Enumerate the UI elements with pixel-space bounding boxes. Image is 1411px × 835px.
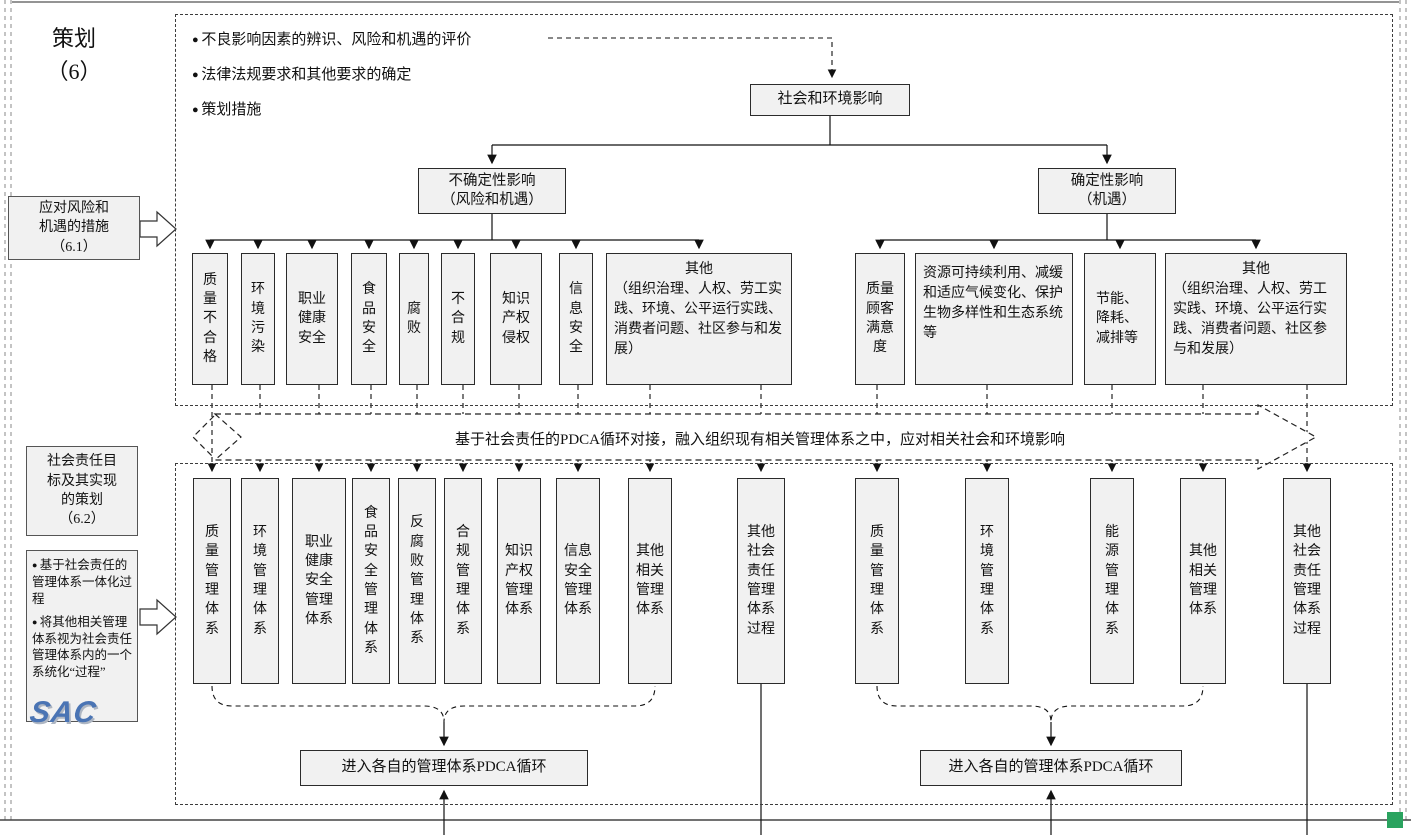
hollow-arrow-planning-icon bbox=[139, 598, 177, 636]
impact-other-title: 其他 bbox=[1242, 262, 1270, 277]
measures-line: 机遇的措施 bbox=[39, 220, 109, 236]
left-page-edge bbox=[4, 0, 12, 820]
system-ipr: 知识产权管理体系 bbox=[497, 478, 541, 684]
impact-other-uncertain: 其他 （组织治理、人权、劳工实践、环境、公平运行实践、消费者问题、社区参与和发展… bbox=[606, 253, 792, 385]
system-food-safety: 食品安全管理体系 bbox=[352, 478, 390, 684]
note-item: 基于社会责任的管理体系一体化过程 bbox=[32, 557, 132, 608]
process-other-social-responsibility-2: 其他社会责任管理体系过程 bbox=[1283, 478, 1331, 684]
system-other-related-2: 其他相关管理体系 bbox=[1180, 478, 1226, 684]
planning-line: 社会责任目 bbox=[47, 454, 117, 470]
certain-line1: 确定性影响 bbox=[1070, 173, 1144, 190]
note-item: 将其他相关管理体系视为社会责任管理体系内的一个系统化“过程” bbox=[32, 614, 132, 682]
impact-other-body: （组织治理、人权、劳工实践、环境、公平运行实践、消费者问题、社区参与和发展） bbox=[1173, 281, 1327, 357]
root-impact-box: 社会和环境影响 bbox=[750, 84, 910, 116]
system-energy: 能源管理体系 bbox=[1090, 478, 1134, 684]
planning-line: 标及其实现 bbox=[47, 473, 117, 489]
bullet-item: 不良影响因素的辨识、风险和机遇的评价 bbox=[192, 28, 572, 49]
sac-logo: SAC bbox=[27, 696, 99, 729]
impact-corruption: 腐败 bbox=[399, 253, 429, 385]
impact-other-certain: 其他 （组织治理、人权、劳工实践、环境、公平运行实践、消费者问题、社区参与和发展… bbox=[1165, 253, 1347, 385]
pdca-band-tail-chevron bbox=[192, 415, 215, 459]
impact-energy-saving: 节能、降耗、减排等 bbox=[1084, 253, 1156, 385]
impact-quality-nonconforming: 质量不合格 bbox=[192, 253, 228, 385]
system-anti-corruption: 反腐败管理体系 bbox=[398, 478, 436, 684]
impact-food-safety: 食品安全 bbox=[351, 253, 387, 385]
group2-brace bbox=[876, 685, 1204, 723]
impact-resources-body: 资源可持续利用、减缓和适应气候变化、保护生物多样性和生态系统等 bbox=[923, 266, 1063, 341]
uncertain-line1: 不确定性影响 bbox=[448, 173, 536, 190]
bullet-item: 策划措施 bbox=[192, 98, 572, 119]
bullet-to-root-connector bbox=[548, 37, 837, 79]
system-quality-2: 质量管理体系 bbox=[855, 478, 899, 684]
measures-line: （6.1） bbox=[51, 239, 97, 255]
impact-information-security: 信息安全 bbox=[559, 253, 593, 385]
impact-customer-satisfaction: 质量顾客满意度 bbox=[855, 253, 905, 385]
hollow-arrow-measures-icon bbox=[139, 210, 177, 248]
process-other-social-responsibility: 其他社会责任管理体系过程 bbox=[737, 478, 785, 684]
system-information-security: 信息安全管理体系 bbox=[556, 478, 600, 684]
figure-title: 策划 （6） bbox=[28, 22, 120, 88]
impact-other-title: 其他 bbox=[685, 262, 713, 277]
system-other-related: 其他相关管理体系 bbox=[628, 478, 672, 684]
uncertain-impact-box: 不确定性影响 （风险和机遇） bbox=[418, 168, 566, 214]
pdca-band-label: 基于社会责任的PDCA循环对接，融入组织现有相关管理体系之中，应对相关社会和环境… bbox=[454, 432, 1066, 448]
impact-ipr-infringement: 知识产权侵权 bbox=[490, 253, 542, 385]
planning-top-container bbox=[175, 14, 1393, 406]
corner-green-mark bbox=[1387, 812, 1403, 828]
impact-sustainable-resources: 资源可持续利用、减缓和适应气候变化、保护生物多样性和生态系统等 bbox=[915, 253, 1073, 385]
figure-title-number: （6） bbox=[46, 59, 102, 84]
management-systems-container bbox=[175, 463, 1393, 805]
impact-occupational-health-safety: 职业健康安全 bbox=[286, 253, 338, 385]
system-environment-2: 环境管理体系 bbox=[965, 478, 1009, 684]
pdca-entry-box-left: 进入各自的管理体系PDCA循环 bbox=[300, 750, 588, 786]
bullet-item: 法律法规要求和其他要求的确定 bbox=[192, 63, 572, 84]
system-quality: 质量管理体系 bbox=[193, 478, 231, 684]
certain-impact-box: 确定性影响 （机遇） bbox=[1038, 168, 1176, 214]
planning-line: 的策划 bbox=[61, 493, 103, 508]
system-compliance: 合规管理体系 bbox=[444, 478, 482, 684]
impact-environment-pollution: 环境污染 bbox=[241, 253, 275, 385]
planning-bullet-list: 不良影响因素的辨识、风险和机遇的评价 法律法规要求和其他要求的确定 策划措施 bbox=[192, 28, 572, 133]
impact-other-body: （组织治理、人权、劳工实践、环境、公平运行实践、消费者问题、社区参与和发展） bbox=[614, 281, 782, 357]
planning-line: （6.2） bbox=[59, 512, 105, 528]
pdca-entry-left-label: 进入各自的管理体系PDCA循环 bbox=[341, 759, 547, 776]
pdca-entry-right-label: 进入各自的管理体系PDCA循环 bbox=[948, 759, 1154, 776]
uncertain-line2: （风险和机遇） bbox=[441, 192, 543, 208]
impact-noncompliance: 不合规 bbox=[441, 253, 475, 385]
pdca-entry-box-right: 进入各自的管理体系PDCA循环 bbox=[920, 750, 1182, 786]
certain-line2: （机遇） bbox=[1078, 192, 1136, 208]
system-ohs: 职业健康安全管理体系 bbox=[292, 478, 346, 684]
right-page-edge bbox=[1399, 0, 1407, 820]
root-impact-label: 社会和环境影响 bbox=[777, 91, 883, 108]
system-environment: 环境管理体系 bbox=[241, 478, 279, 684]
planning-label-box: 社会责任目 标及其实现 的策划 （6.2） bbox=[26, 446, 138, 536]
pdca-band-arrow bbox=[213, 403, 1318, 471]
measures-line: 应对风险和 bbox=[39, 201, 109, 217]
measures-label-box: 应对风险和 机遇的措施 （6.1） bbox=[8, 196, 140, 260]
figure-title-text: 策划 bbox=[51, 26, 96, 51]
integration-notes-box: 基于社会责任的管理体系一体化过程 将其他相关管理体系视为社会责任管理体系内的一个… bbox=[26, 550, 138, 722]
